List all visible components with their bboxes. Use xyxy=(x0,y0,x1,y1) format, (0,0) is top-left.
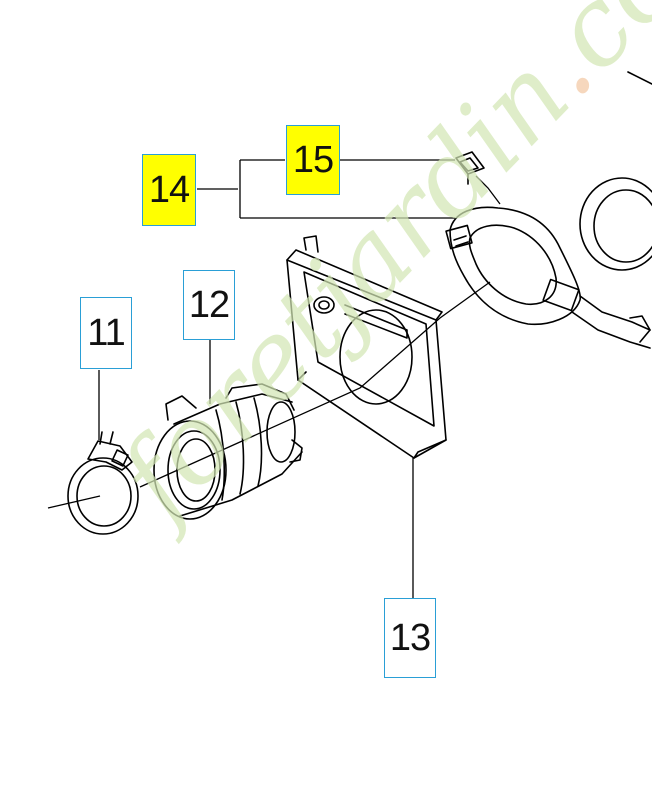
part-12-intake-adapter xyxy=(153,383,303,520)
part-15-clip xyxy=(455,151,485,185)
background-ring xyxy=(579,71,652,271)
part-14-filter-frame xyxy=(445,206,651,349)
callout-14: 14 xyxy=(142,154,196,226)
callout-12: 12 xyxy=(183,270,235,340)
part-13-filter-housing xyxy=(286,235,447,459)
part-11-hose-clamp xyxy=(67,431,139,535)
callout-15: 15 xyxy=(286,125,340,195)
leader-lines xyxy=(47,159,501,598)
callout-11: 11 xyxy=(80,297,132,369)
callout-13: 13 xyxy=(384,598,436,678)
